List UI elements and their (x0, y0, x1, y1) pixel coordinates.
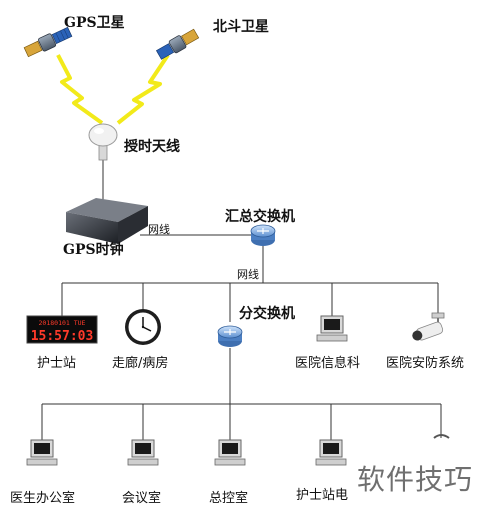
beidou-satellite-icon (155, 28, 200, 60)
nurse-station-label: 护士站 (37, 356, 77, 371)
core-switch-icon (250, 224, 276, 246)
antenna-icon (88, 123, 118, 161)
control-room-label: 总控室 (209, 491, 249, 506)
wall-clock-icon (125, 309, 161, 345)
connection-lines (41, 160, 442, 440)
computer-icon-control-room (214, 439, 246, 466)
computer-icon-nurse-station-2 (315, 439, 347, 466)
clock-to-switch-cable-label: 网线 (148, 223, 170, 236)
corridor-ward-label: 走廊/病房 (112, 356, 169, 371)
sub-switch-label: 分交换机 (239, 306, 295, 322)
watermark-text: 软件技巧 (357, 463, 474, 496)
gps-satellite-icon (23, 26, 73, 58)
led-clock-date: 20180101 TUE (39, 319, 86, 327)
sub-switch-icon (217, 325, 243, 347)
gps-clock-device-icon (66, 198, 148, 244)
gps-signal-bolt (56, 54, 104, 125)
gps-clock-label: GPS时钟 (63, 242, 124, 258)
computer-icon-info-dept (316, 315, 348, 342)
doctor-office-label: 医生办公室 (10, 491, 76, 506)
security-camera-icon (412, 312, 445, 341)
security-system-label: 医院安防系统 (386, 356, 465, 371)
antenna-label: 授时天线 (124, 139, 180, 155)
led-clock-icon: 20180101 TUE 15:57:03 (26, 315, 98, 344)
nurse-station-2-label: 护士站电 (296, 488, 349, 503)
led-clock-time: 15:57:03 (31, 329, 94, 344)
gps-satellite-label: GPS卫星 (64, 15, 125, 31)
info-dept-label: 医院信息科 (295, 356, 361, 371)
beidou-signal-bolt (116, 53, 170, 125)
meeting-room-label: 会议室 (122, 491, 162, 506)
core-switch-label: 汇总交换机 (225, 209, 295, 225)
beidou-satellite-label: 北斗卫星 (213, 19, 269, 35)
switch-to-bus-cable-label: 网线 (237, 268, 259, 281)
computer-icon-doctor-office (26, 439, 58, 466)
partial-device-icon (433, 434, 450, 439)
computer-icon-meeting-room (127, 439, 159, 466)
